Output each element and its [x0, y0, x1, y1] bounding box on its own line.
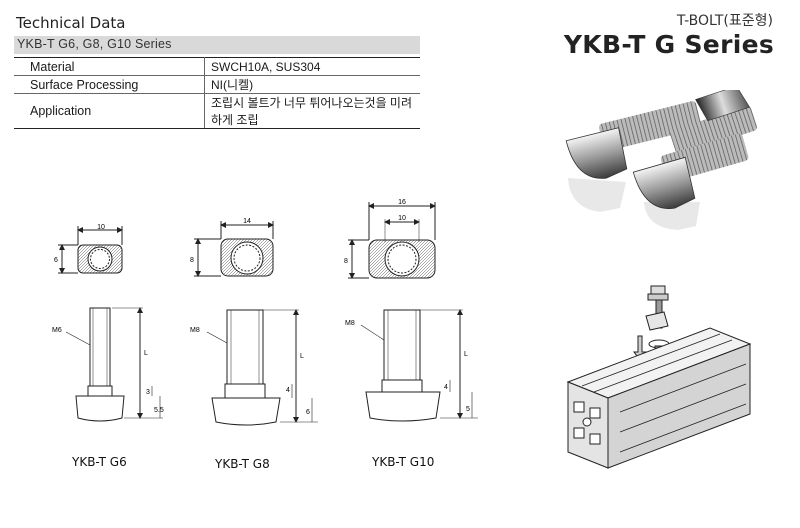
dim-length-g8: L [300, 353, 304, 360]
table-row: Material SWCH10A, SUS304 [14, 57, 420, 76]
drawing-label-g6: YKB-T G6 [72, 455, 127, 469]
dim-length-g6: L [144, 350, 148, 357]
drawing-label-g10: YKB-T G10 [372, 455, 435, 469]
dim-width-g6: 10 [97, 224, 105, 231]
thread-label-g6: M6 [52, 327, 62, 334]
spec-label: Surface Processing [14, 75, 205, 94]
dim-height-g8: 8 [190, 257, 194, 264]
page-subtitle: T-BOLT(표준형) [676, 13, 773, 29]
dim-d2-g6: 5.5 [154, 407, 164, 414]
page-title: YKB-T G Series [563, 30, 774, 59]
dim-d1-g8: 4 [286, 387, 290, 394]
dim-height-g10: 8 [344, 258, 348, 265]
drawing-label-g8: YKB-T G8 [215, 457, 270, 471]
dim-d2-g8: 6 [306, 409, 310, 416]
dim-height-g6: 6 [54, 257, 58, 264]
product-photo [565, 90, 757, 230]
section-title: Technical Data [16, 14, 126, 32]
drawing-g6 [58, 226, 163, 422]
series-line: YKB-T G6, G8, G10 Series [17, 37, 172, 51]
dim-inner-g10: 10 [398, 215, 406, 222]
spec-value: NI(니켈) [204, 75, 420, 94]
assembly-illustration [566, 285, 752, 469]
table-row: Application 조립시 볼트가 너무 튀어나오는것을 미려하게 조립 [14, 93, 420, 129]
spec-table: Material SWCH10A, SUS304 Surface Process… [14, 57, 420, 129]
spec-value: 조립시 볼트가 너무 튀어나오는것을 미려하게 조립 [204, 93, 420, 129]
drawing-g10 [348, 202, 478, 422]
table-row: Surface Processing NI(니켈) [14, 75, 420, 94]
dim-length-g10: L [464, 351, 468, 358]
dim-d1-g6: 3 [146, 389, 150, 396]
dim-d1-g10: 4 [444, 384, 448, 391]
dim-width-g10: 16 [398, 199, 406, 206]
spec-label: Application [14, 93, 205, 129]
drawing-g8 [194, 221, 318, 426]
thread-label-g10: M8 [345, 320, 355, 327]
series-bar: YKB-T G6, G8, G10 Series [14, 36, 420, 54]
thread-label-g8: M8 [190, 327, 200, 334]
spec-label: Material [14, 57, 205, 76]
dim-width-g8: 14 [243, 218, 251, 225]
spec-value: SWCH10A, SUS304 [204, 57, 420, 76]
dim-d2-g10: 5 [466, 406, 470, 413]
